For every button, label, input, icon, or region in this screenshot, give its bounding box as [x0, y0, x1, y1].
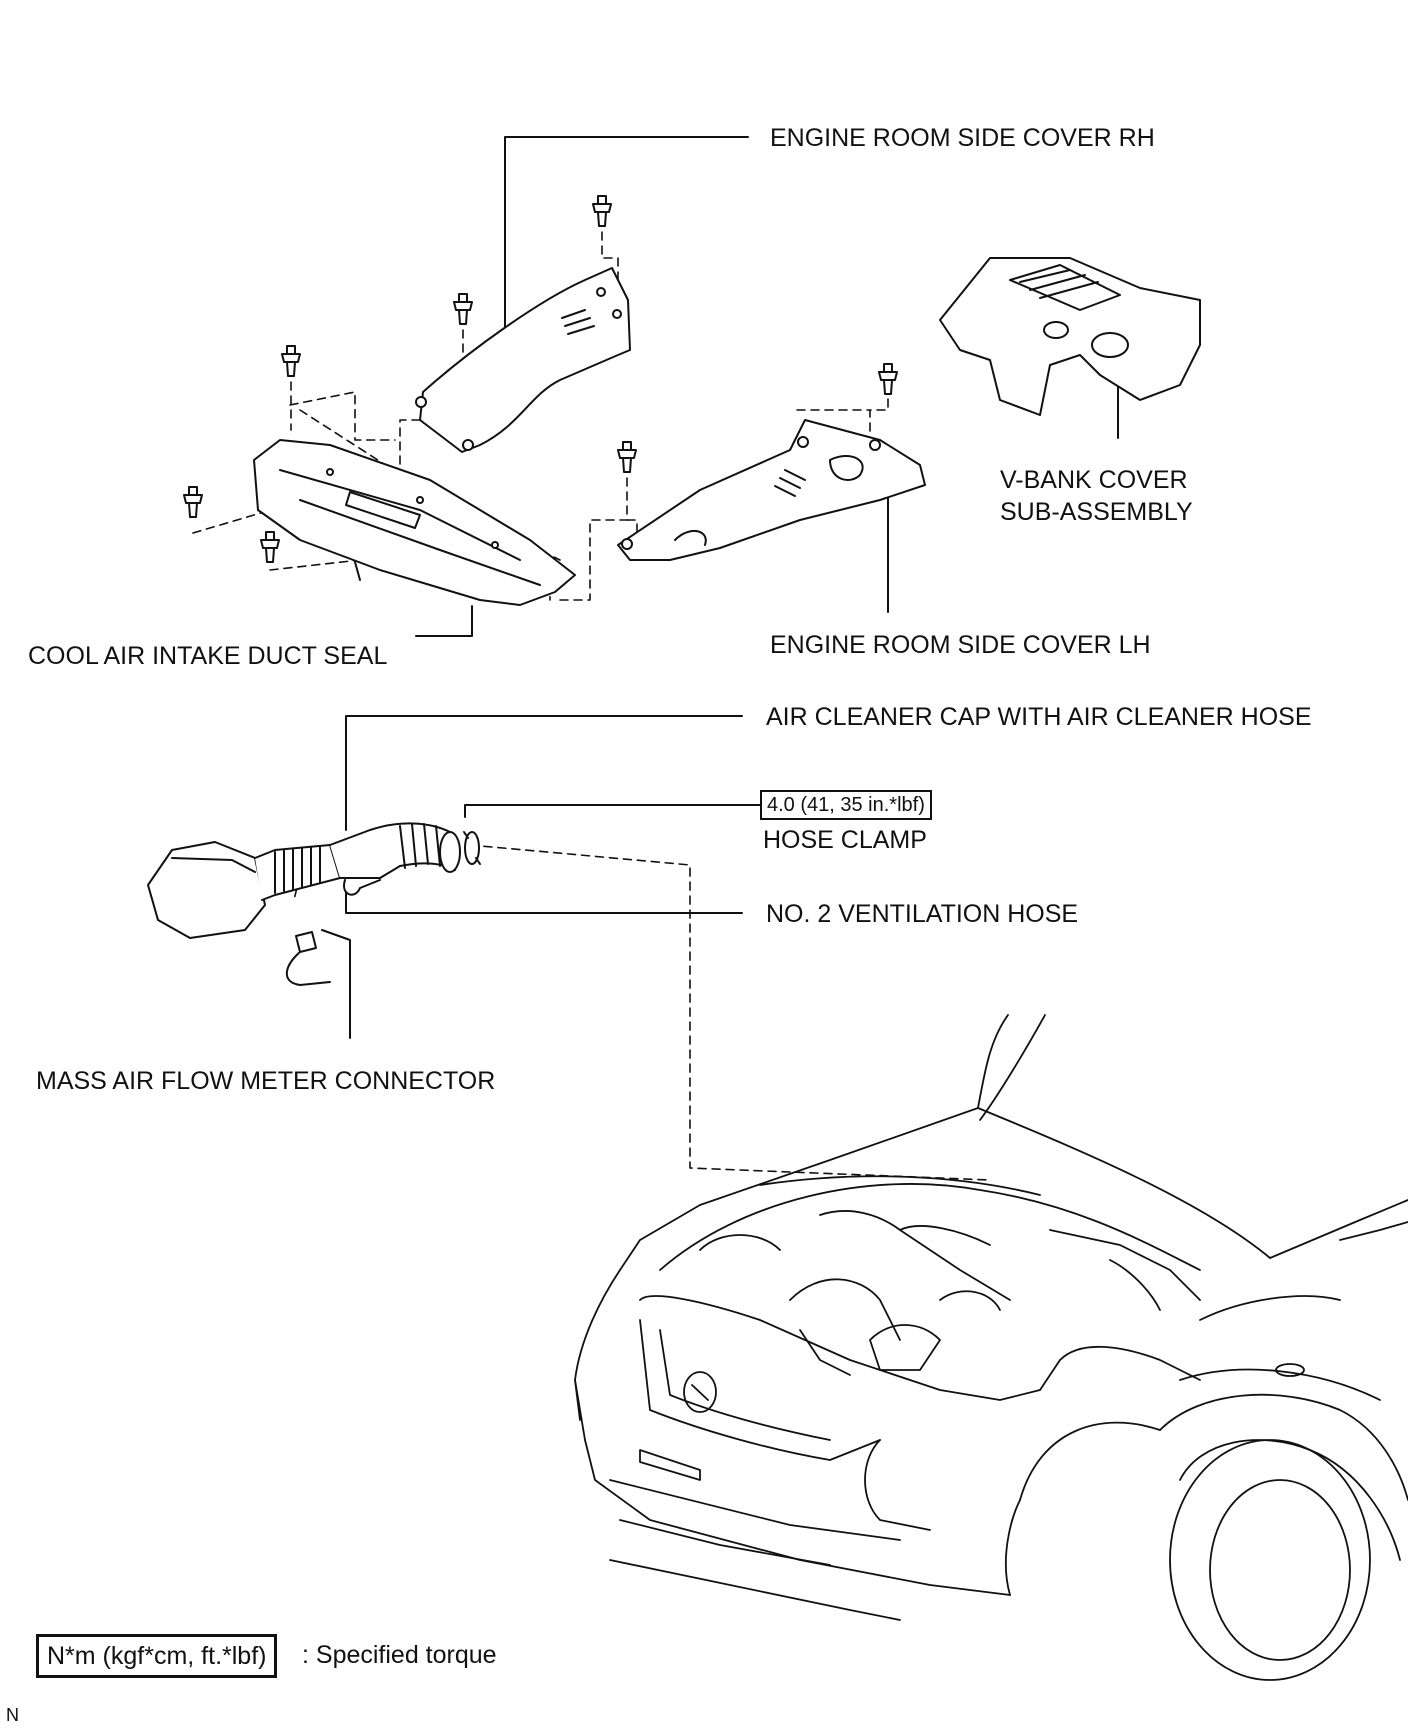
cool-air-intake-duct-seal-drawing	[253, 439, 576, 606]
v-bank-cover-drawing	[939, 257, 1201, 416]
bolt-clip-icon	[183, 195, 898, 563]
torque-legend-description: : Specified torque	[302, 1641, 497, 1669]
label-engine-room-side-cover-rh: ENGINE ROOM SIDE COVER RH	[770, 124, 1155, 152]
torque-unit-legend-box: N*m (kgf*cm, ft.*lbf)	[36, 1634, 278, 1678]
mass-air-flow-meter-connector-drawing	[285, 931, 331, 986]
engine-room-side-cover-lh-drawing	[617, 419, 926, 561]
vehicle-front-drawing	[574, 1014, 1408, 1681]
engine-room-side-cover-rh-drawing	[415, 267, 631, 453]
label-engine-room-side-cover-lh: ENGINE ROOM SIDE COVER LH	[770, 631, 1151, 659]
corner-mark: N	[6, 1705, 19, 1725]
label-v-bank-cover-line2: SUB-ASSEMBLY	[1000, 498, 1193, 526]
hose-clamp-torque-box: 4.0 (41, 35 in.*lbf)	[760, 790, 932, 820]
air-cleaner-cap-drawing	[147, 822, 461, 939]
label-air-cleaner-cap-with-hose: AIR CLEANER CAP WITH AIR CLEANER HOSE	[766, 703, 1312, 731]
label-no2-ventilation-hose: NO. 2 VENTILATION HOSE	[766, 900, 1079, 928]
label-cool-air-intake-duct-seal: COOL AIR INTAKE DUCT SEAL	[28, 642, 388, 670]
label-v-bank-cover-line1: V-BANK COVER	[1000, 466, 1188, 494]
hose-clamp-drawing	[463, 831, 481, 865]
label-hose-clamp: HOSE CLAMP	[763, 826, 927, 854]
leader-lines	[321, 136, 1119, 1039]
label-mass-air-flow-meter-connector: MASS AIR FLOW METER CONNECTOR	[36, 1067, 496, 1095]
